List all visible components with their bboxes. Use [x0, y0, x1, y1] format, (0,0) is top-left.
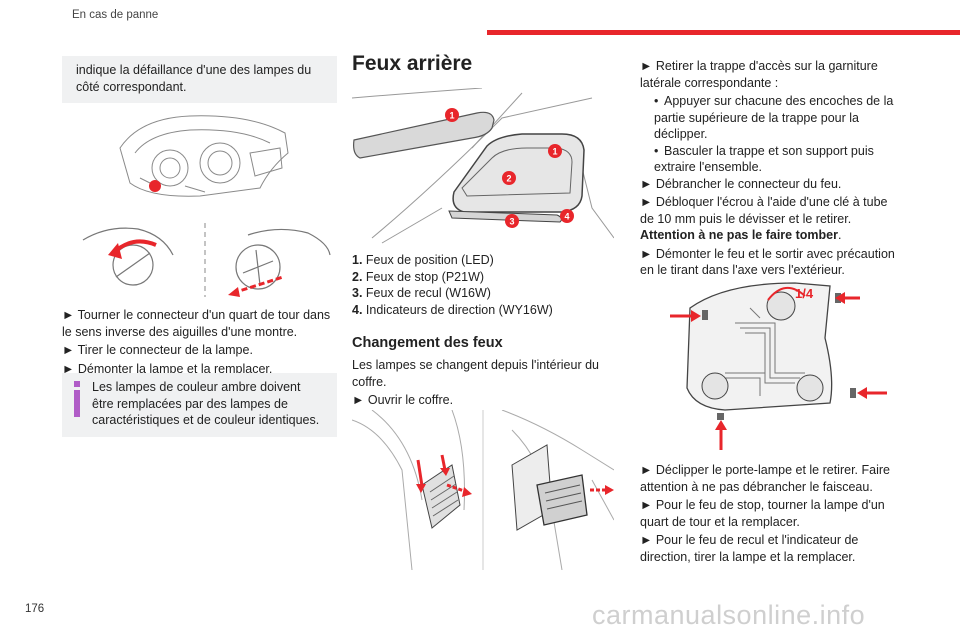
bulb-legend: 1. Feux de position (LED) 2. Feux de sto…: [352, 252, 614, 318]
left-step-1: ► Tourner le connecteur d'un quart de to…: [62, 308, 331, 339]
legend-item: 2. Feux de stop (P21W): [352, 269, 485, 284]
right-sub-1: •Appuyer sur chacune des encoches de la …: [654, 94, 894, 141]
legend-item: 1. Feux de position (LED): [352, 253, 494, 267]
info-box: Les lampes de couleur ambre doivent être…: [62, 373, 337, 437]
middle-sub: Changement des feux: [352, 335, 614, 352]
trunk-access-diagram: [352, 410, 614, 570]
right-step-4: ► Démonter le feu et le sortir avec préc…: [640, 246, 895, 278]
right-step-6: ► Pour le feu de stop, tourner la lampe …: [640, 498, 885, 529]
right-step-5: ► Déclipper le porte-lampe et le retirer…: [640, 463, 890, 494]
left-info: Les lampes de couleur ambre doivent être…: [62, 373, 337, 437]
callout-1b: 1: [552, 147, 557, 157]
left-step-3: ► Démonter la lampe et la remplacer.: [62, 361, 273, 376]
middle-paragraph: Les lampes se changent depuis l'intérieu…: [352, 358, 599, 389]
left-step-2: ► Tirer le connecteur de la lampe.: [62, 343, 253, 357]
headlamp-diagram: [119, 115, 289, 197]
highlight-marker: [149, 180, 161, 192]
quarter-turn-label: 1/4: [795, 286, 814, 301]
rear-lamp-diagram: 1 1 2 3 4: [352, 88, 614, 244]
right-sub-2: •Basculer la trappe et son support puis …: [654, 143, 874, 175]
right-steps-bottom: ► Déclipper le porte-lampe et le retirer…: [640, 462, 902, 567]
continued-note-box: indique la défaillance d'une des lampes …: [62, 56, 337, 103]
subsection-title: Changement des feux: [352, 335, 503, 351]
header-accent-bar: [487, 30, 960, 35]
page-number: 176: [25, 603, 45, 615]
right-step-1: ► Retirer la trappe d'accès sur la garni…: [640, 59, 878, 90]
right-step-3: ► Débloquer l'écrou à l'aide d'une clé à…: [640, 195, 888, 242]
connector-turn-diagram: [82, 223, 331, 297]
callout-3: 3: [509, 217, 514, 227]
running-header: En cas de panne: [72, 9, 159, 21]
right-steps-top: ► Retirer la trappe d'accès sur la garni…: [640, 58, 902, 281]
info-icon: [74, 381, 80, 417]
middle-body: Les lampes se changent depuis l'intérieu…: [352, 357, 610, 411]
lamp-holder-diagram: 1/4: [670, 282, 887, 450]
right-step-7: ► Pour le feu de recul et l'indicateur d…: [640, 533, 859, 564]
watermark: carmanualsonline.info: [592, 600, 866, 630]
legend-item: 4. Indicateurs de direction (WY16W): [352, 302, 553, 317]
continued-note-text: indique la défaillance d'une des lampes …: [76, 63, 312, 94]
info-text: Les lampes de couleur ambre doivent être…: [92, 380, 320, 427]
left-steps: ► Tourner le connecteur d'un quart de to…: [62, 307, 340, 379]
callout-4: 4: [564, 212, 569, 222]
legend-item: 3. Feux de recul (W16W): [352, 286, 491, 300]
callout-2: 2: [506, 174, 511, 184]
callout-group: 1 1 2 3 4: [445, 108, 574, 228]
right-step-2: ► Débrancher le connecteur du feu.: [640, 176, 842, 191]
section-title: Feux arrière: [352, 52, 473, 75]
middle-title: Feux arrière: [352, 52, 612, 75]
left-column: indique la défaillance d'une des lampes …: [62, 56, 337, 103]
callout-1a: 1: [449, 111, 454, 121]
middle-step: ► Ouvrir le coffre.: [352, 393, 454, 407]
